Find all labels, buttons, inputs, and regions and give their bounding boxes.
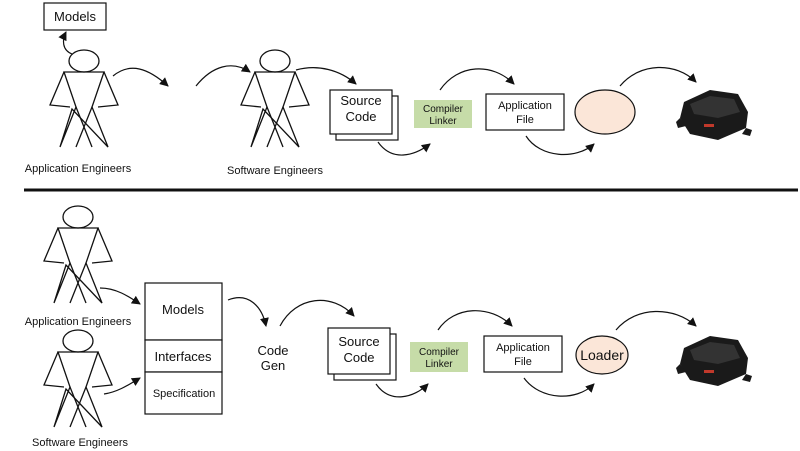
top-compiler-line1: Compiler — [423, 104, 464, 115]
top-arrow-app-to-gap — [112, 67, 169, 87]
top-source-code-line2: Code — [345, 109, 376, 124]
bottom-arrow-source-to-compiler — [375, 383, 429, 398]
top-models-label: Models — [54, 9, 96, 24]
top-models-arrow — [58, 31, 73, 55]
bottom-arrow-models-to-codegen — [227, 297, 269, 327]
bottom-workflow: Application Engineers Software Engineers… — [25, 205, 752, 449]
top-sw-engineers-label: Software Engineers — [227, 165, 323, 177]
bottom-ecu-device-icon — [676, 336, 752, 386]
bottom-source-code-line1: Source — [338, 334, 379, 349]
bottom-arrow-codegen-to-source — [279, 299, 355, 327]
bottom-loader-ellipse: Loader — [575, 335, 629, 375]
top-loader-ellipse — [574, 89, 636, 135]
bottom-arrow-loader-to-ecu — [615, 310, 697, 331]
bottom-sw-engineers-label: Software Engineers — [32, 437, 128, 449]
top-arrow-gap-to-sw — [195, 63, 251, 87]
bottom-sw-engineer-stick-figure-icon — [43, 329, 113, 428]
bottom-codegen-line1: Code — [257, 343, 288, 358]
top-workflow: Models Application Engineers Software En… — [25, 2, 752, 177]
bottom-compiler-line1: Compiler — [419, 347, 460, 358]
top-application-file-box: Application File — [485, 93, 565, 131]
top-arrow-source-to-compiler — [377, 141, 431, 156]
top-compiler-line2: Linker — [429, 116, 457, 127]
bottom-source-code-line2: Code — [343, 350, 374, 365]
bottom-interfaces-box — [144, 339, 223, 373]
bottom-application-file-box: Application File — [483, 335, 563, 373]
bottom-arrow-appfile-to-loader — [523, 377, 595, 397]
bottom-models-label: Models — [162, 302, 204, 317]
bottom-specification-box — [144, 371, 223, 415]
bottom-arrow-app-to-models — [99, 287, 141, 305]
top-models-box: Models — [43, 2, 107, 31]
bottom-arrow-compiler-to-appfile — [437, 310, 513, 331]
bottom-source-code-box: Source Code — [327, 327, 397, 381]
top-source-code-box: Source Code — [329, 89, 399, 141]
top-arrow-compiler-to-appfile — [439, 68, 515, 91]
top-arrow-appfile-to-loader — [525, 135, 595, 156]
top-app-file-line2: File — [516, 114, 534, 126]
bottom-specification-label: Specification — [153, 388, 215, 400]
bottom-model-stack: Models Interfaces Specification — [144, 282, 223, 415]
bottom-loader-label: Loader — [580, 347, 624, 363]
top-app-file-line1: Application — [498, 100, 552, 112]
bottom-app-file-line2: File — [514, 356, 532, 368]
bottom-codegen-line2: Gen — [261, 358, 286, 373]
top-app-engineers-label: Application Engineers — [25, 163, 132, 175]
bottom-arrow-sw-to-spec — [103, 377, 141, 395]
bottom-models-box — [144, 282, 223, 341]
bottom-compiler-line2: Linker — [425, 359, 453, 370]
top-ecu-device-icon — [676, 90, 752, 140]
bottom-interfaces-label: Interfaces — [154, 349, 212, 364]
bottom-app-file-line1: Application — [496, 342, 550, 354]
bottom-compiler-linker-box: Compiler Linker — [410, 342, 468, 372]
bottom-app-engineers-label: Application Engineers — [25, 316, 132, 328]
top-compiler-linker-box: Compiler Linker — [414, 100, 472, 128]
top-sw-engineer-stick-figure-icon — [240, 49, 310, 148]
top-source-code-line1: Source — [340, 93, 381, 108]
top-arrow-sw-to-source — [295, 67, 357, 85]
top-arrow-loader-to-ecu — [619, 66, 697, 87]
top-app-engineer-stick-figure-icon — [49, 49, 119, 148]
